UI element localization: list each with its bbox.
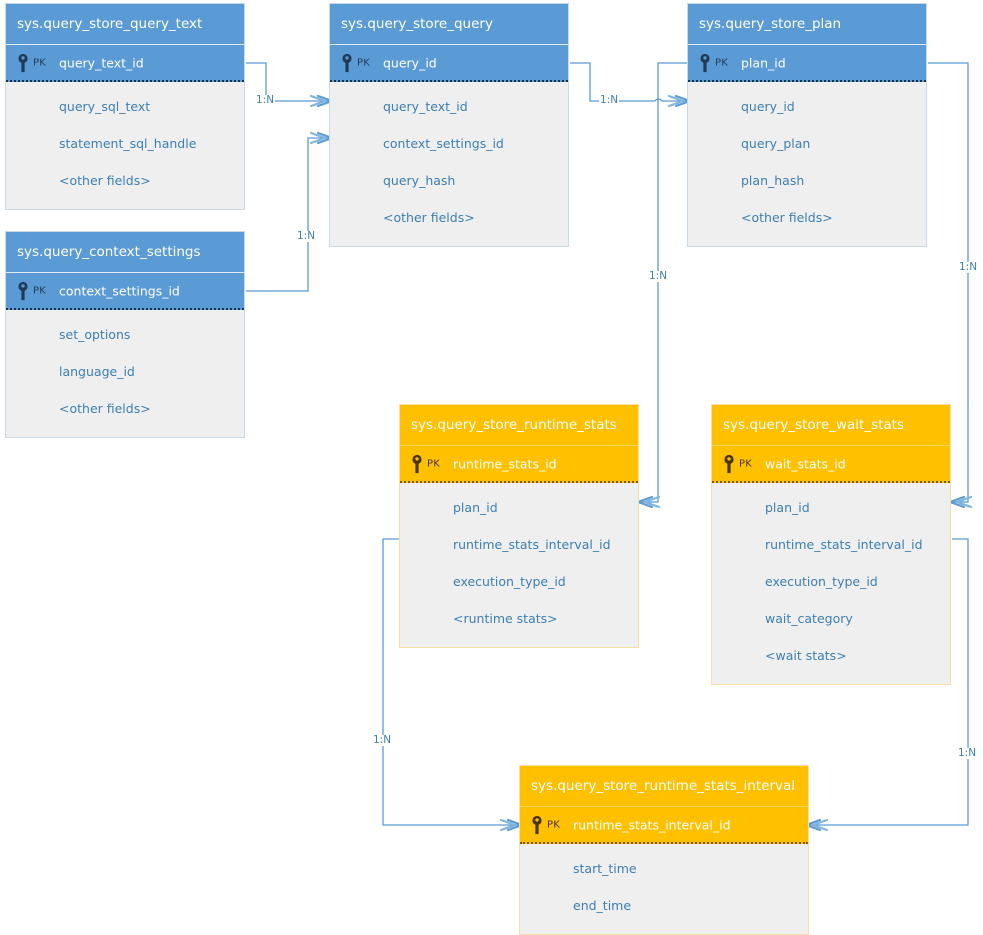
- field: query_sql_text: [59, 99, 151, 114]
- field: execution_type_id: [765, 574, 878, 589]
- entity-query_store_query_text[interactable]: sys.query_store_query_text PK query_text…: [5, 3, 245, 210]
- key-icon: [532, 815, 542, 834]
- pk-badge: PK: [739, 458, 752, 469]
- entity-fields: query_sql_text statement_sql_handle <oth…: [6, 82, 244, 209]
- field: <wait stats>: [765, 648, 847, 663]
- pk-field-name: context_settings_id: [59, 283, 180, 298]
- pk-field-name: runtime_stats_id: [453, 456, 557, 471]
- pk-badge: PK: [547, 819, 560, 830]
- field: start_time: [573, 861, 637, 876]
- field: execution_type_id: [453, 574, 566, 589]
- entity-query_context_settings[interactable]: sys.query_context_settings PK context_se…: [5, 231, 245, 438]
- relationship-label-r1: 1:N: [255, 94, 276, 106]
- field: set_options: [59, 327, 131, 342]
- pk-field-name: query_text_id: [59, 55, 144, 70]
- relationship-label-r2: 1:N: [296, 230, 317, 242]
- entity-query_store_runtime_stats[interactable]: sys.query_store_runtime_stats PK runtime…: [399, 404, 639, 648]
- entity-primary-key-row[interactable]: PK context_settings_id: [6, 273, 244, 310]
- field: end_time: [573, 898, 632, 913]
- field: wait_category: [765, 611, 853, 626]
- entity-query_store_wait_stats[interactable]: sys.query_store_wait_stats PK wait_stats…: [711, 404, 951, 685]
- pk-badge: PK: [33, 285, 46, 296]
- field: <runtime stats>: [453, 611, 558, 626]
- entity-title: sys.query_store_plan: [688, 4, 926, 45]
- pk-field-name: runtime_stats_interval_id: [573, 817, 731, 832]
- connector-context_settings-to-query: [246, 137, 330, 292]
- field: statement_sql_handle: [59, 136, 197, 151]
- pk-badge: PK: [715, 57, 728, 68]
- key-icon: [342, 53, 352, 72]
- field: context_settings_id: [383, 136, 504, 151]
- field: plan_id: [765, 500, 810, 515]
- entity-primary-key-row[interactable]: PK runtime_stats_interval_id: [520, 807, 808, 844]
- entity-primary-key-row[interactable]: PK runtime_stats_id: [400, 446, 638, 483]
- field: plan_hash: [741, 173, 805, 188]
- field: <other fields>: [383, 210, 475, 225]
- entity-fields: plan_id runtime_stats_interval_id execut…: [400, 483, 638, 647]
- entity-primary-key-row[interactable]: PK wait_stats_id: [712, 446, 950, 483]
- pk-badge: PK: [33, 57, 46, 68]
- field: query_hash: [383, 173, 456, 188]
- entity-title: sys.query_store_runtime_stats_interval: [520, 766, 808, 807]
- relationship-label-r3: 1:N: [599, 94, 620, 106]
- entity-title: sys.query_store_query_text: [6, 4, 244, 45]
- entity-fields: start_time end_time: [520, 844, 808, 934]
- field: query_plan: [741, 136, 811, 151]
- field: query_id: [741, 99, 795, 114]
- entity-query_store_query[interactable]: sys.query_store_query PK query_id query_…: [329, 3, 569, 247]
- field: <other fields>: [741, 210, 833, 225]
- key-icon: [18, 53, 28, 72]
- entity-title: sys.query_context_settings: [6, 232, 244, 273]
- field: runtime_stats_interval_id: [765, 537, 923, 552]
- entity-primary-key-row[interactable]: PK query_text_id: [6, 45, 244, 82]
- connector-query-to-plan: [570, 62, 688, 102]
- relationship-label-r4: 1:N: [648, 270, 669, 282]
- pk-field-name: query_id: [383, 55, 437, 70]
- entity-query_store_runtime_stats_interval[interactable]: sys.query_store_runtime_stats_interval P…: [519, 765, 809, 935]
- key-icon: [700, 53, 710, 72]
- pk-badge: PK: [427, 458, 440, 469]
- key-icon: [724, 454, 734, 473]
- entity-fields: query_text_id context_settings_id query_…: [330, 82, 568, 246]
- pk-badge: PK: [357, 57, 370, 68]
- entity-fields: set_options language_id <other fields>: [6, 310, 244, 437]
- entity-primary-key-row[interactable]: PK plan_id: [688, 45, 926, 82]
- relationship-label-r6: 1:N: [372, 734, 393, 746]
- field: query_text_id: [383, 99, 468, 114]
- field: runtime_stats_interval_id: [453, 537, 611, 552]
- field: <other fields>: [59, 173, 151, 188]
- connector-plan-to-runtime_stats: [640, 62, 688, 503]
- entity-fields: plan_id runtime_stats_interval_id execut…: [712, 483, 950, 684]
- entity-title: sys.query_store_runtime_stats: [400, 405, 638, 446]
- entity-title: sys.query_store_wait_stats: [712, 405, 950, 446]
- entity-fields: query_id query_plan plan_hash <other fie…: [688, 82, 926, 246]
- field: <other fields>: [59, 401, 151, 416]
- entity-primary-key-row[interactable]: PK query_id: [330, 45, 568, 82]
- pk-field-name: wait_stats_id: [765, 456, 846, 471]
- relationship-label-r7: 1:N: [957, 747, 978, 759]
- field: plan_id: [453, 500, 498, 515]
- entity-query_store_plan[interactable]: sys.query_store_plan PK plan_id query_id…: [687, 3, 927, 247]
- field: language_id: [59, 364, 135, 379]
- key-icon: [412, 454, 422, 473]
- pk-field-name: plan_id: [741, 55, 786, 70]
- entity-title: sys.query_store_query: [330, 4, 568, 45]
- key-icon: [18, 281, 28, 300]
- relationship-label-r5: 1:N: [958, 261, 979, 273]
